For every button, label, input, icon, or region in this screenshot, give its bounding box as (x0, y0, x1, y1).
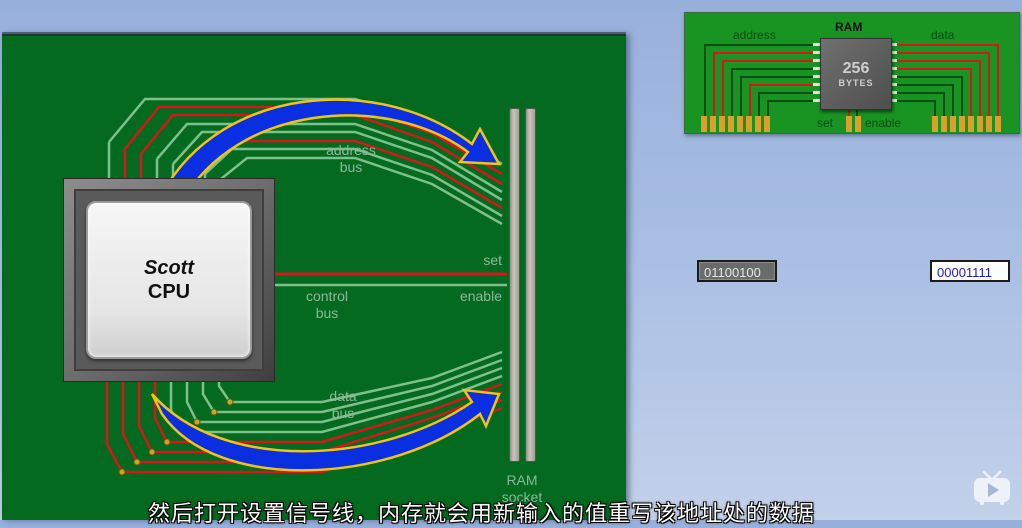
ram-socket-rail-left (509, 108, 520, 462)
cpu-chip: Scott CPU (63, 178, 275, 382)
cpu-name: CPU (147, 281, 191, 303)
ram-enable-label: enable (865, 116, 902, 130)
set-line-label: set (483, 252, 502, 268)
ram-chip: 256 BYTES (820, 38, 892, 110)
ram-module-title: RAM (835, 20, 863, 34)
address-value-box: 01100100 (697, 260, 777, 282)
ram-module-traces (701, 43, 1001, 132)
ram-socket-rail-right (525, 108, 536, 462)
ram-chip-unit: BYTES (838, 78, 874, 88)
data-flow-arrow (150, 388, 501, 472)
tv-play-icon[interactable] (971, 470, 1013, 506)
ram-address-label: address (733, 28, 776, 42)
video-subtitle: 然后打开设置信号线，内存就会用新输入的值重写该地址处的数据 (148, 501, 816, 526)
cpu-brand: Scott (144, 257, 194, 279)
bus-traces (105, 97, 507, 476)
enable-line-label: enable (459, 288, 502, 304)
ram-chip-size: 256 (842, 60, 870, 77)
ram-module: RAM address data 256 BYTES set enable (684, 12, 1020, 134)
address-flow-arrow (160, 98, 502, 204)
ram-data-label: data (931, 28, 955, 42)
ram-set-label: set (817, 116, 834, 130)
data-value-box: 00001111 (930, 260, 1010, 282)
